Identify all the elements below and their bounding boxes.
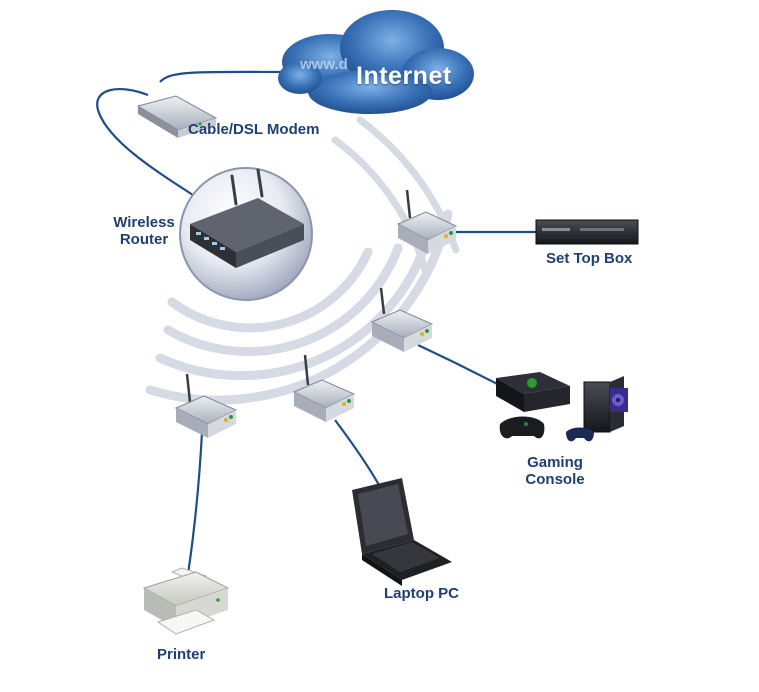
laptop-label: Laptop PC [384, 585, 459, 602]
laptop-device [352, 478, 452, 586]
gaming-console-label: Gaming Console [518, 454, 592, 488]
gaming-console-device [496, 372, 628, 441]
gaming-console-label-line1: Gaming [518, 454, 592, 471]
router-device [180, 168, 312, 300]
internet-label: Internet [356, 62, 452, 91]
router-label: Wireless Router [100, 214, 188, 248]
console-cable [418, 345, 505, 388]
printer-device [144, 568, 228, 634]
adapter-settopbox [398, 190, 456, 254]
printer-label: Printer [157, 646, 205, 663]
wave-arc-5 [335, 140, 425, 270]
printer-cable [188, 432, 202, 574]
set-top-box-label: Set Top Box [546, 250, 632, 267]
router-label-line2: Router [100, 231, 188, 248]
adapter-printer [176, 374, 236, 438]
gaming-console-label-line2: Console [518, 471, 592, 488]
cables [97, 72, 538, 574]
router-label-line1: Wireless [100, 214, 188, 231]
modem-label: Cable/DSL Modem [188, 121, 319, 138]
internet-watermark: www.d [300, 56, 348, 73]
set-top-box-device [536, 220, 638, 244]
